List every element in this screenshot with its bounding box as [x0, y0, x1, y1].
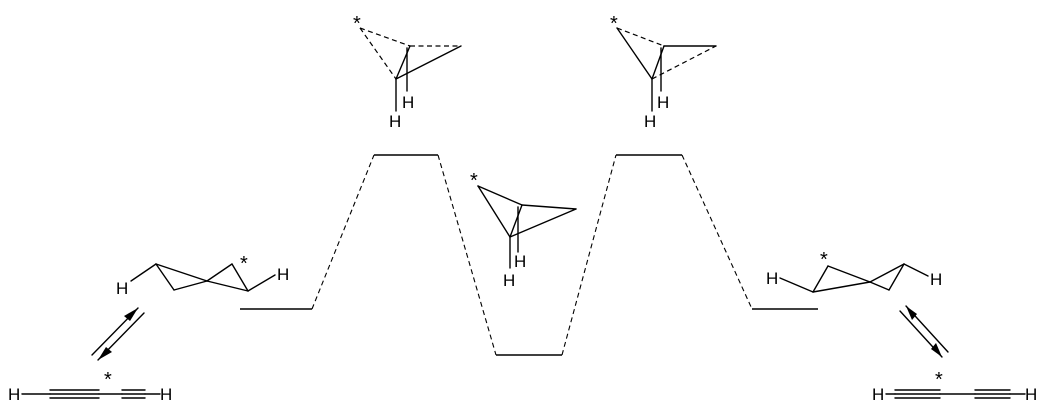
equilibrium-arrows-right [899, 305, 949, 358]
label-mark: * [104, 369, 112, 391]
equilibrium-arrows-left [91, 307, 145, 361]
butadiyne-right: H * H [872, 369, 1037, 404]
label-mark: * [470, 170, 478, 192]
reactant-structure: H * H [116, 253, 289, 298]
transition-state-2-structure: * H H [610, 13, 717, 131]
label-mark: * [610, 13, 618, 35]
product-structure: H * H [766, 249, 942, 293]
label-mark: * [240, 253, 248, 275]
intermediate-structure: * H H [470, 170, 577, 290]
hydrogen-label: H [930, 270, 942, 289]
hydrogen-label: H [503, 271, 515, 290]
label-mark: * [820, 249, 828, 271]
energy-levels [240, 154, 818, 356]
path-segment [311, 154, 375, 310]
reaction-path [311, 154, 753, 356]
hydrogen-label: H [277, 265, 289, 284]
hydrogen-label: H [116, 279, 128, 298]
hydrogen-label: H [160, 385, 172, 404]
hydrogen-label: H [8, 385, 20, 404]
hydrogen-label: H [872, 385, 884, 404]
label-mark: * [935, 369, 943, 391]
label-mark: * [353, 13, 361, 35]
hydrogen-label: H [644, 112, 656, 131]
transition-state-1-structure: * H H [353, 13, 462, 131]
hydrogen-label: H [402, 93, 414, 112]
path-segment [681, 154, 753, 310]
hydrogen-label: H [514, 252, 526, 271]
path-segment [561, 154, 617, 356]
path-segment [437, 154, 497, 356]
hydrogen-label: H [389, 112, 401, 131]
hydrogen-label: H [766, 269, 778, 288]
butadiyne-left: H * H [8, 369, 172, 404]
hydrogen-label: H [657, 93, 669, 112]
hydrogen-label: H [1025, 385, 1037, 404]
